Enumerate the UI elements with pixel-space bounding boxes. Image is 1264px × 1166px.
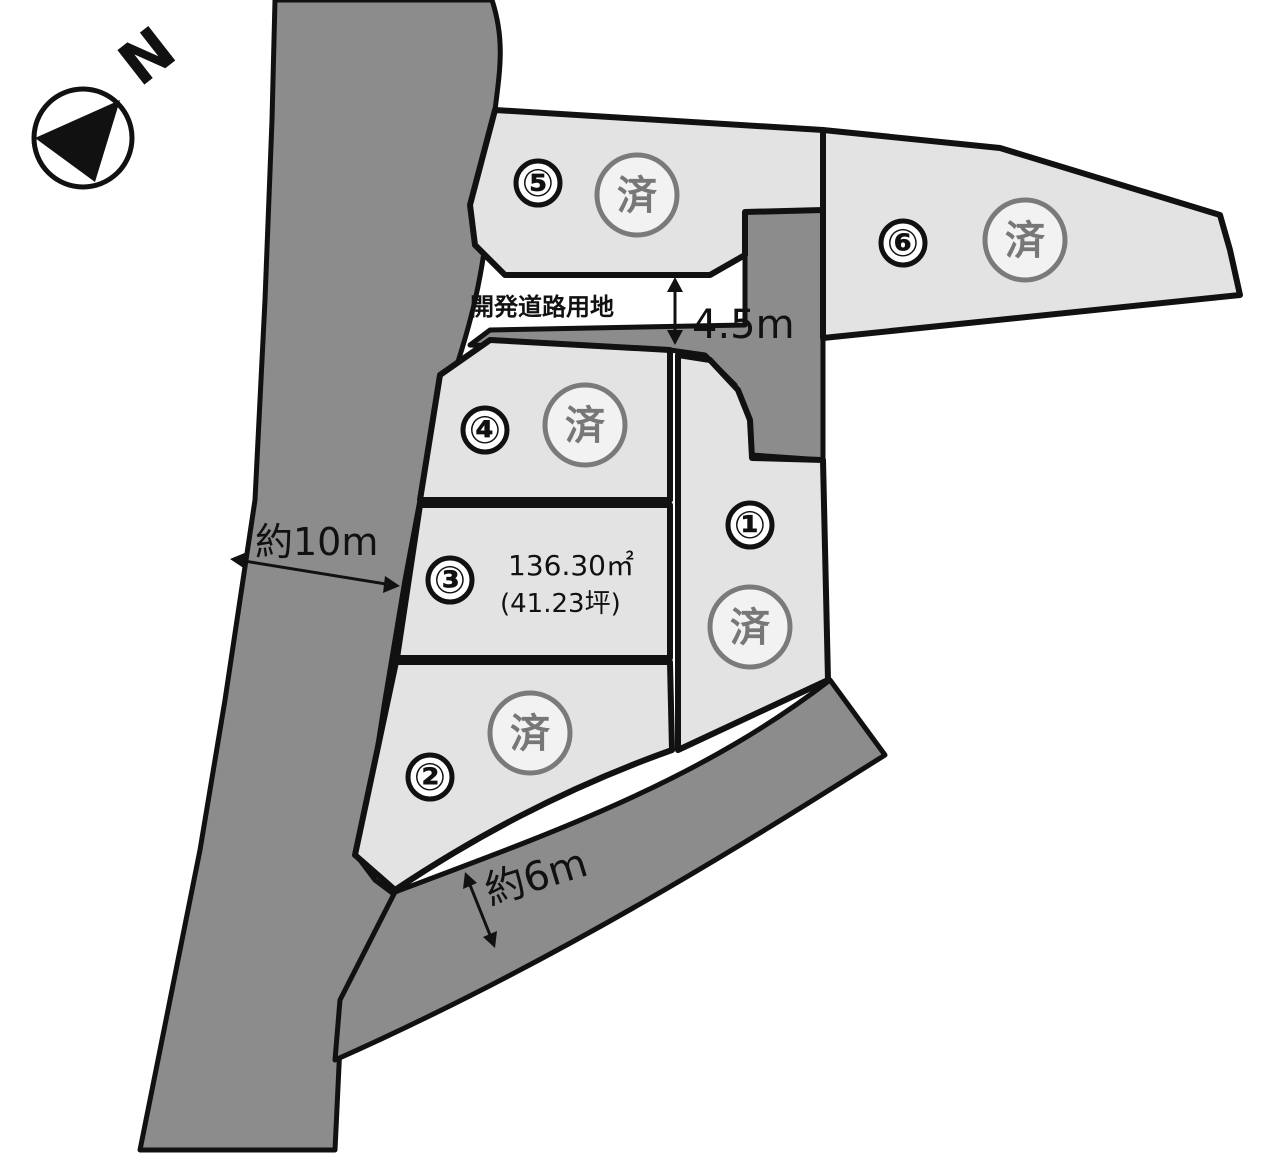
main-road — [137, 0, 503, 1153]
development-road-dimension-arrow — [667, 277, 683, 345]
lot-6-sold-label: 済 — [1005, 218, 1046, 264]
lot-5-number-badge — [513, 158, 563, 208]
lot-3-area-m2: 136.30㎡ — [508, 549, 634, 582]
lot-2-sold-label: 済 — [510, 711, 551, 757]
development-road-width: 4.5m — [692, 302, 795, 348]
lot-6-sold-stamp — [982, 197, 1068, 283]
lot-2-number-badge — [405, 752, 455, 802]
compass: N — [31, 14, 189, 190]
lot-2-parcel — [352, 659, 675, 893]
lot-4-sold-label: 済 — [565, 403, 606, 449]
lot-5-sold-label: 済 — [617, 173, 658, 219]
south-road — [332, 677, 888, 1063]
lot-4-sold-stamp — [542, 382, 628, 468]
development-road-label: 開発道路用地 — [470, 293, 614, 321]
lot-5-sold-stamp — [594, 152, 680, 238]
south-road-dimension-arrow — [463, 872, 497, 948]
lot-3-area-tsubo: (41.23坪) — [500, 589, 621, 619]
compass-north-label: N — [106, 14, 189, 100]
lot-5-number: ⑤ — [522, 161, 554, 205]
lot-1-sold-label: 済 — [730, 605, 771, 651]
lot-1-sold-stamp — [707, 584, 793, 670]
lot-3-number-badge — [425, 555, 475, 605]
main-road-dimension-arrow — [230, 552, 400, 593]
lot-1-number: ① — [734, 503, 766, 547]
lot-2-number: ② — [414, 755, 446, 799]
lot-1-number-badge — [725, 500, 775, 550]
lot-6-number-badge — [878, 218, 928, 268]
lot-2-sold-stamp — [487, 690, 573, 776]
lot-4-number-badge — [460, 405, 510, 455]
lot-4-number: ④ — [469, 408, 501, 452]
lot-3-parcel — [394, 502, 673, 661]
lot-3-number: ③ — [434, 558, 466, 602]
lot-6-number: ⑥ — [887, 221, 919, 265]
north-arrow-icon — [35, 100, 120, 182]
main-road-width: 約10m — [255, 520, 378, 564]
